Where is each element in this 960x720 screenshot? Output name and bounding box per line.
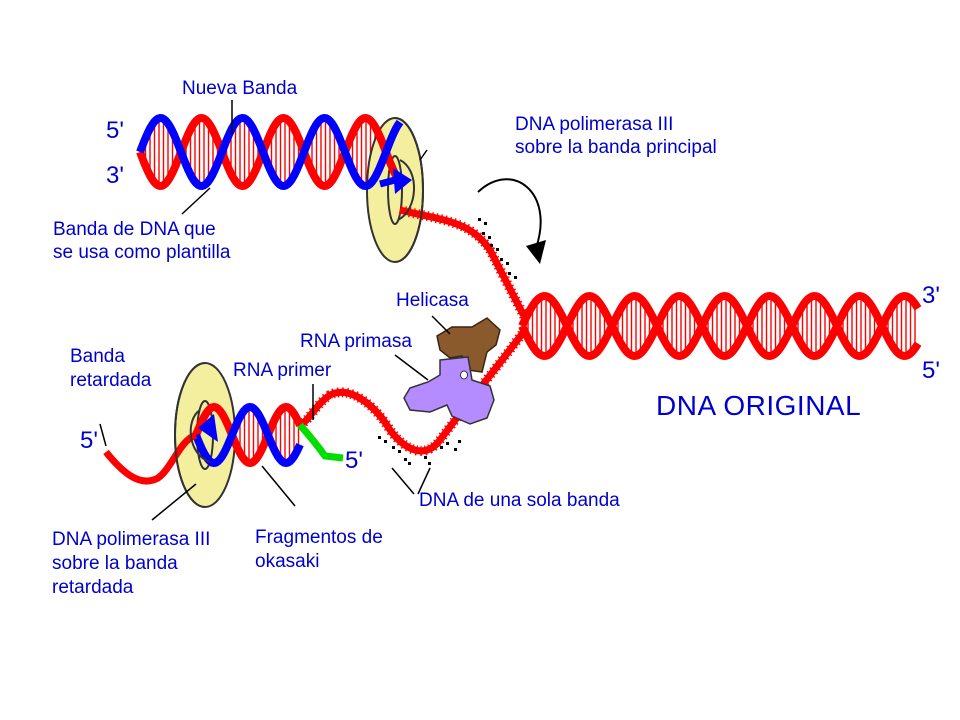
polymerase-lagging-front xyxy=(174,362,206,508)
leading-template-strand xyxy=(136,113,404,191)
end-primer-5prime: 5' xyxy=(345,447,363,474)
polymerase-lagging-spiral xyxy=(189,409,211,463)
label-rna-primer: RNA primer xyxy=(233,360,332,381)
end-right-5prime: 5' xyxy=(922,357,940,384)
label-polymerase-lagging-line1: DNA polimerasa III xyxy=(52,529,211,550)
okazaki-fragment-strand xyxy=(192,402,304,468)
lagging-tail-strand xyxy=(103,431,198,485)
rna-primer-segment xyxy=(297,422,344,462)
end-lagging-5prime: 5' xyxy=(80,427,98,454)
label-polymerase-leading-line2: sobre la banda principal xyxy=(515,137,717,158)
label-okazaki-line2: okasaki xyxy=(255,551,320,572)
label-nueva-banda: Nueva Banda xyxy=(182,78,298,99)
new-leading-strand xyxy=(136,113,404,191)
original-strand-a xyxy=(518,291,922,361)
label-helicasa: Helicasa xyxy=(396,290,469,311)
label-template-strand-line2: se usa como plantilla xyxy=(53,242,231,263)
label-single-strand: DNA de una sola banda xyxy=(419,490,620,511)
end-right-3prime: 3' xyxy=(922,282,940,309)
label-polymerase-lagging-line3: retardada xyxy=(52,577,134,598)
label-polymerase-lagging-line2: sobre la banda xyxy=(52,553,178,574)
end-top-5prime: 5' xyxy=(106,117,124,144)
polymerase-main-spiral xyxy=(397,159,415,221)
original-strand-b xyxy=(518,291,922,361)
helicase-shape xyxy=(436,317,501,373)
end-top-3prime: 3' xyxy=(106,162,124,189)
leader-lines xyxy=(99,100,451,521)
label-lagging-strand-line2: retardada xyxy=(70,370,152,391)
label-template-strand-line1: Banda de DNA que xyxy=(53,219,216,240)
primase-hole xyxy=(460,370,468,380)
label-polymerase-leading-line1: DNA polimerasa III xyxy=(515,114,674,135)
lagging-template-strand xyxy=(192,402,304,468)
label-rna-primasa: RNA primasa xyxy=(300,331,412,352)
label-okazaki-line1: Fragmentos de xyxy=(255,527,383,548)
lagging-arrow-icon xyxy=(198,414,218,442)
fork-upper-arm xyxy=(398,205,530,321)
polymerase-main-front xyxy=(394,117,424,263)
leading-arrow-icon xyxy=(379,168,412,194)
primase-shape xyxy=(403,356,495,425)
single-strand-dots xyxy=(378,218,517,465)
curved-arrow-icon xyxy=(477,178,546,264)
label-dna-original: DNA ORIGINAL xyxy=(656,390,862,421)
label-lagging-strand-line1: Banda xyxy=(70,346,125,367)
